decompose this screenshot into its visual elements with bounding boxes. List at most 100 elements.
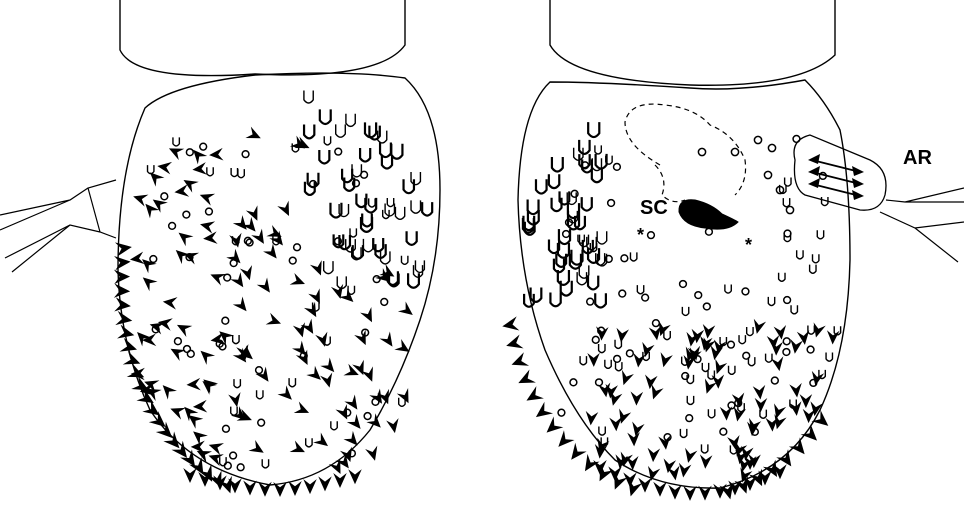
spine-arrow-mark	[209, 148, 223, 161]
u-sensillum-mark	[395, 207, 404, 219]
u-sensillum-mark	[729, 366, 735, 375]
spine-arrow-mark	[169, 148, 184, 160]
u-sensillum-mark	[605, 360, 611, 369]
spine-arrow-mark	[518, 370, 536, 384]
spine-arrow-mark	[789, 437, 805, 454]
spine-arrow-mark	[320, 373, 332, 388]
spine-arrow-mark	[645, 374, 658, 389]
o-sensillum-mark	[619, 290, 626, 297]
o-sensillum-mark	[563, 231, 570, 238]
u-sensillum-mark	[580, 356, 586, 365]
u-sensillum-mark	[588, 122, 599, 137]
spine-arrow-mark	[263, 244, 277, 259]
spine-arrow-mark	[188, 415, 203, 429]
spine-arrow-mark	[790, 339, 802, 354]
u-sensillum-mark	[369, 198, 375, 207]
spine-arrow-mark	[203, 231, 217, 244]
spine-arrow-mark	[293, 322, 305, 337]
u-sensillum-mark	[336, 124, 346, 137]
u-sensillum-mark	[238, 169, 244, 178]
star-marker-2: *	[745, 236, 752, 254]
o-sensillum-mark	[150, 256, 157, 263]
spine-arrow-mark	[114, 283, 130, 297]
o-sensillum-mark	[175, 338, 182, 345]
o-sensillum-mark	[621, 255, 628, 262]
o-sensillum-mark	[771, 377, 778, 384]
u-sensillum-mark	[319, 150, 329, 163]
o-sensillum-mark	[694, 356, 701, 363]
u-sensillum-mark	[630, 252, 636, 261]
u-sensillum-mark	[747, 327, 753, 336]
u-sensillum-mark	[422, 202, 432, 215]
u-sensillum-mark	[783, 198, 789, 207]
u-sensillum-mark	[324, 136, 330, 145]
u-sensillum-mark	[331, 421, 337, 430]
spine-arrow-mark	[130, 252, 145, 265]
u-sensillum-mark	[304, 90, 313, 103]
u-sensillum-mark	[664, 331, 670, 340]
spine-arrow-mark	[789, 401, 802, 416]
spine-arrow-mark	[200, 221, 215, 233]
o-sensillum-mark	[703, 303, 710, 310]
o-sensillum-mark	[783, 338, 790, 345]
left-basal-segment-outline	[120, 0, 405, 76]
spine-arrow-mark	[536, 402, 553, 417]
spine-arrow-mark	[685, 448, 697, 463]
u-sensillum-mark	[791, 305, 797, 314]
spine-arrow-mark	[774, 325, 786, 340]
o-sensillum-mark	[184, 346, 191, 353]
o-sensillum-mark	[294, 244, 301, 251]
spine-arrow-mark	[318, 476, 332, 491]
u-sensillum-mark	[616, 362, 622, 371]
u-sensillum-mark	[536, 179, 547, 193]
u-sensillum-mark	[810, 265, 816, 274]
u-sensillum-mark	[348, 286, 354, 295]
spine-arrow-mark	[177, 325, 192, 337]
o-sensillum-mark	[230, 452, 237, 459]
spine-arrow-mark	[616, 328, 629, 343]
o-sensillum-mark	[335, 148, 342, 155]
u-sensillum-mark	[595, 145, 601, 154]
u-sensillum-mark	[552, 157, 563, 172]
o-sensillum-mark	[784, 297, 791, 304]
spine-arrow-mark	[294, 401, 309, 413]
o-sensillum-mark	[731, 148, 738, 155]
spine-arrow-mark	[343, 364, 358, 376]
o-sensillum-mark	[200, 143, 207, 150]
spine-arrow-mark	[278, 385, 292, 399]
o-sensillum-mark	[237, 464, 244, 471]
o-sensillum-mark	[648, 232, 655, 239]
spine-arrow-mark	[609, 417, 622, 431]
o-sensillum-mark	[728, 341, 735, 348]
o-sensillum-mark	[558, 409, 565, 416]
spine-arrow-mark	[304, 302, 316, 317]
spine-arrow-mark	[115, 242, 132, 256]
right-segment-outline	[518, 80, 850, 488]
u-sensillum-mark	[411, 172, 420, 185]
u-sensillum-mark	[173, 137, 179, 146]
spine-arrow-mark	[193, 150, 207, 165]
spine-arrow-mark	[631, 391, 644, 405]
o-sensillum-mark	[161, 193, 168, 200]
spine-arrow-mark	[200, 194, 215, 206]
spine-arrow-mark	[306, 366, 321, 380]
spine-arrow-mark	[365, 446, 377, 461]
o-sensillum-mark	[224, 462, 231, 469]
right-basal-segment-outline	[550, 0, 835, 85]
spine-arrow-mark	[153, 199, 168, 212]
spine-arrow-mark	[320, 358, 334, 373]
spine-arrow-mark	[240, 265, 252, 280]
spine-arrow-mark	[348, 469, 362, 484]
right-segment	[502, 0, 964, 501]
o-sensillum-mark	[169, 222, 176, 229]
o-sensillum-mark	[642, 294, 649, 301]
spine-arrow-mark	[183, 468, 197, 483]
dashed-organ-outline	[625, 104, 746, 202]
o-sensillum-mark	[222, 317, 229, 324]
spine-arrow-mark	[623, 472, 637, 487]
spine-arrow-mark	[187, 378, 201, 391]
left-segment	[0, 0, 440, 497]
spine-arrow-mark	[228, 392, 240, 407]
u-sensillum-mark	[826, 353, 832, 362]
